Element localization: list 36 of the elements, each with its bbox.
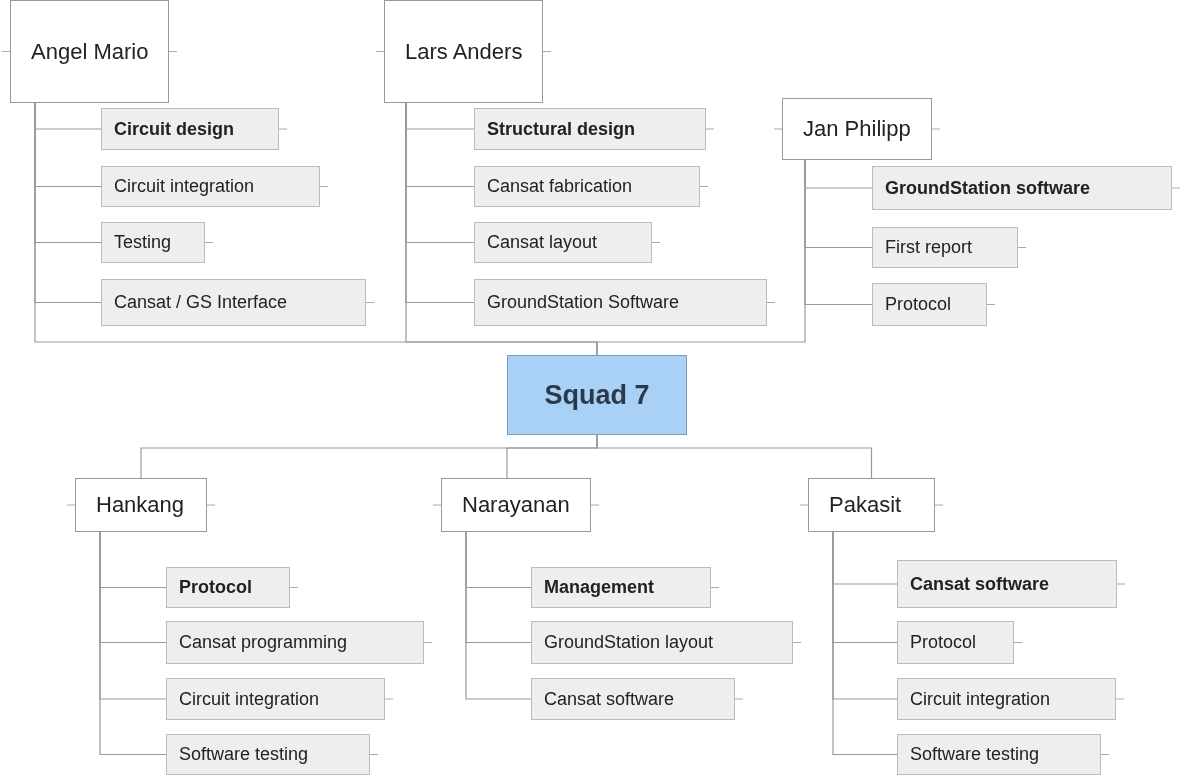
task-box: Cansat programming bbox=[166, 621, 424, 664]
task-box: Protocol bbox=[872, 283, 987, 326]
task-box: Cansat software bbox=[531, 678, 735, 720]
task-box: Circuit design bbox=[101, 108, 279, 150]
connector-line bbox=[804, 159, 873, 306]
person-box: Narayanan bbox=[441, 478, 591, 532]
task-box: First report bbox=[872, 227, 1018, 268]
task-box: GroundStation layout bbox=[531, 621, 793, 664]
person-box: Jan Philipp bbox=[782, 98, 932, 160]
person-box: Lars Anders bbox=[384, 0, 544, 103]
connector-line bbox=[405, 102, 475, 304]
task-box: Management bbox=[531, 567, 711, 608]
task-box: Software testing bbox=[897, 734, 1101, 775]
person-box: Hankang bbox=[75, 478, 207, 532]
task-box: Structural design bbox=[474, 108, 706, 150]
task-box: GroundStation Software bbox=[474, 279, 767, 326]
task-box: Cansat / GS Interface bbox=[101, 279, 366, 326]
root-box: Squad 7 bbox=[507, 355, 687, 435]
connector-line bbox=[832, 531, 898, 756]
connector-line bbox=[465, 531, 532, 700]
task-box: Protocol bbox=[166, 567, 290, 608]
task-box: Circuit integration bbox=[897, 678, 1116, 720]
task-box: Software testing bbox=[166, 734, 370, 775]
task-box: GroundStation software bbox=[872, 166, 1172, 210]
connector-line bbox=[596, 434, 873, 479]
task-box: Circuit integration bbox=[166, 678, 385, 720]
task-box: Circuit integration bbox=[101, 166, 320, 207]
task-box: Cansat layout bbox=[474, 222, 652, 263]
task-box: Cansat fabrication bbox=[474, 166, 700, 207]
connector-line bbox=[34, 102, 102, 304]
person-box: Angel Mario bbox=[10, 0, 170, 103]
task-box: Testing bbox=[101, 222, 205, 263]
connector-line bbox=[99, 531, 167, 756]
person-box: Pakasit bbox=[808, 478, 935, 532]
task-box: Cansat software bbox=[897, 560, 1117, 608]
task-box: Protocol bbox=[897, 621, 1014, 664]
